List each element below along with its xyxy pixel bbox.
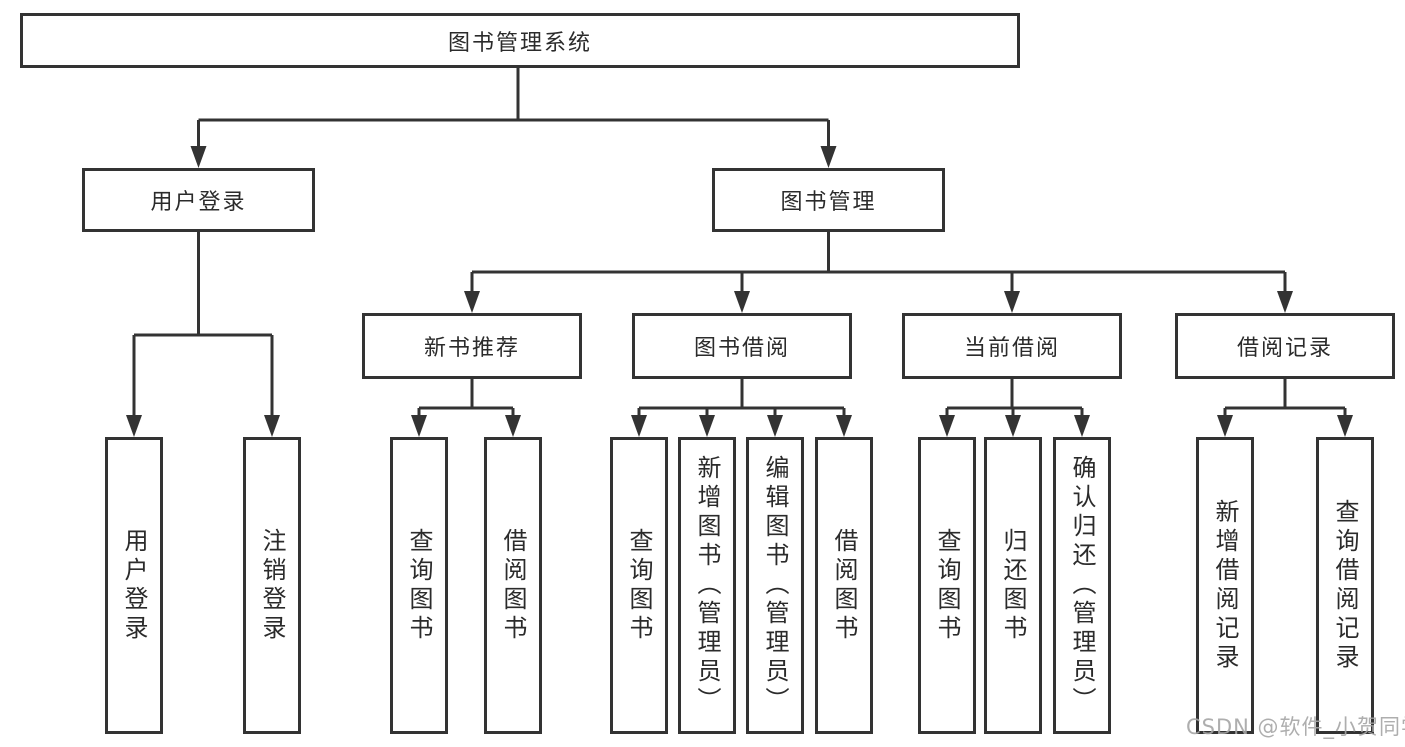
node-query-books-3: 查询图书 bbox=[918, 437, 976, 734]
node-new-book-recommend: 新书推荐 bbox=[362, 313, 582, 379]
node-add-book-admin: 新增图书（管理员） bbox=[678, 437, 736, 734]
node-label: 查询图书 bbox=[933, 527, 961, 644]
node-confirm-return-admin: 确认归还（管理员） bbox=[1053, 437, 1111, 734]
node-edit-book-admin: 编辑图书（管理员） bbox=[746, 437, 804, 734]
node-root: 图书管理系统 bbox=[20, 13, 1020, 68]
node-query-books-2: 查询图书 bbox=[610, 437, 668, 734]
node-label: 新增借阅记录 bbox=[1211, 498, 1239, 673]
node-label: 确认归还（管理员） bbox=[1068, 455, 1096, 716]
node-label: 用户登录 bbox=[120, 527, 148, 644]
node-borrow-books-1: 借阅图书 bbox=[484, 437, 542, 734]
node-logout: 注销登录 bbox=[243, 437, 301, 734]
node-add-borrow-record: 新增借阅记录 bbox=[1196, 437, 1254, 734]
node-label: 借阅图书 bbox=[499, 527, 527, 644]
node-borrow-books-2: 借阅图书 bbox=[815, 437, 873, 734]
node-label: 查询借阅记录 bbox=[1331, 498, 1359, 673]
node-label: 借阅图书 bbox=[830, 527, 858, 644]
node-return-book: 归还图书 bbox=[984, 437, 1042, 734]
node-label: 注销登录 bbox=[258, 527, 286, 644]
node-book-borrow: 图书借阅 bbox=[632, 313, 852, 379]
node-user-login-leaf: 用户登录 bbox=[105, 437, 163, 734]
node-user-login: 用户登录 bbox=[82, 168, 315, 232]
watermark-text: CSDN @软件_小贺同学 bbox=[1186, 715, 1405, 739]
node-borrow-records: 借阅记录 bbox=[1175, 313, 1395, 379]
node-book-management: 图书管理 bbox=[712, 168, 945, 232]
node-current-borrow: 当前借阅 bbox=[902, 313, 1122, 379]
node-label: 归还图书 bbox=[999, 527, 1027, 644]
node-label: 查询图书 bbox=[625, 527, 653, 644]
node-query-borrow-record: 查询借阅记录 bbox=[1316, 437, 1374, 734]
node-label: 新增图书（管理员） bbox=[693, 455, 721, 716]
node-label: 查询图书 bbox=[405, 527, 433, 644]
node-label: 编辑图书（管理员） bbox=[761, 455, 789, 716]
node-query-books-1: 查询图书 bbox=[390, 437, 448, 734]
